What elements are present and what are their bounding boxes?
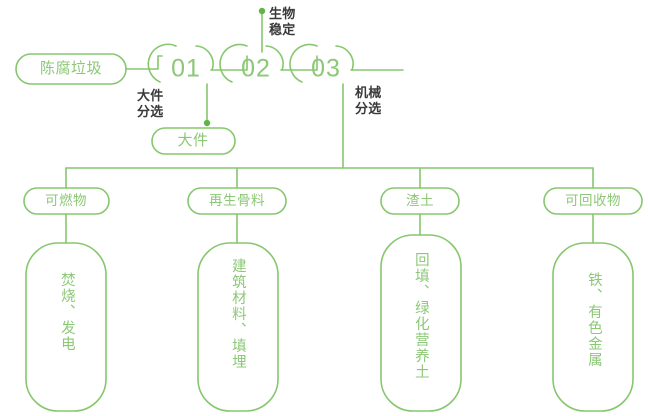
byproduct-label[interactable]: 大件 — [177, 132, 209, 150]
output-use-aggregate: 建筑材料、填埋 — [229, 258, 246, 370]
step03-right-arc — [335, 45, 354, 71]
step02-left-arc — [219, 43, 248, 83]
step-note-02: 生物 稳定 — [269, 6, 296, 38]
step-number-03[interactable]: 03 — [311, 54, 341, 83]
step01-right-arc — [195, 45, 214, 71]
output-label-aggregate[interactable]: 再生骨料 — [209, 193, 265, 209]
connector-step02-to-step03 — [280, 55, 318, 71]
output-use-combustible: 焚烧、发电 — [58, 272, 75, 352]
step-number-01[interactable]: 01 — [171, 54, 201, 83]
callout-dot-step01 — [203, 119, 211, 127]
output-label-combustible[interactable]: 可燃物 — [45, 193, 87, 209]
step02-right-arc — [265, 45, 284, 71]
output-label-recyclable[interactable]: 可回收物 — [565, 193, 621, 209]
step-note-01: 大件 分选 — [137, 88, 164, 120]
source-label[interactable]: 陈腐垃圾 — [39, 60, 103, 78]
output-box-4-outline — [552, 242, 634, 412]
output-box-3-outline — [380, 234, 462, 412]
output-box-1-outline — [25, 242, 107, 412]
callout-dot-step02 — [258, 7, 266, 15]
byproduct-pill-outline — [151, 127, 236, 155]
output-label-slag[interactable]: 渣土 — [406, 193, 434, 209]
connector-step01-to-step02 — [210, 55, 248, 71]
step-number-02[interactable]: 02 — [241, 54, 271, 83]
step-note-03: 机械 分选 — [355, 85, 382, 117]
output-box-2-outline — [197, 242, 279, 412]
connector-source-to-step01 — [125, 55, 163, 70]
output-use-recyclable: 铁、有色金属 — [585, 272, 602, 368]
output-use-slag: 回填、绿化营养土 — [412, 252, 429, 380]
step03-left-arc — [289, 43, 318, 83]
step01-left-arc — [147, 43, 177, 83]
